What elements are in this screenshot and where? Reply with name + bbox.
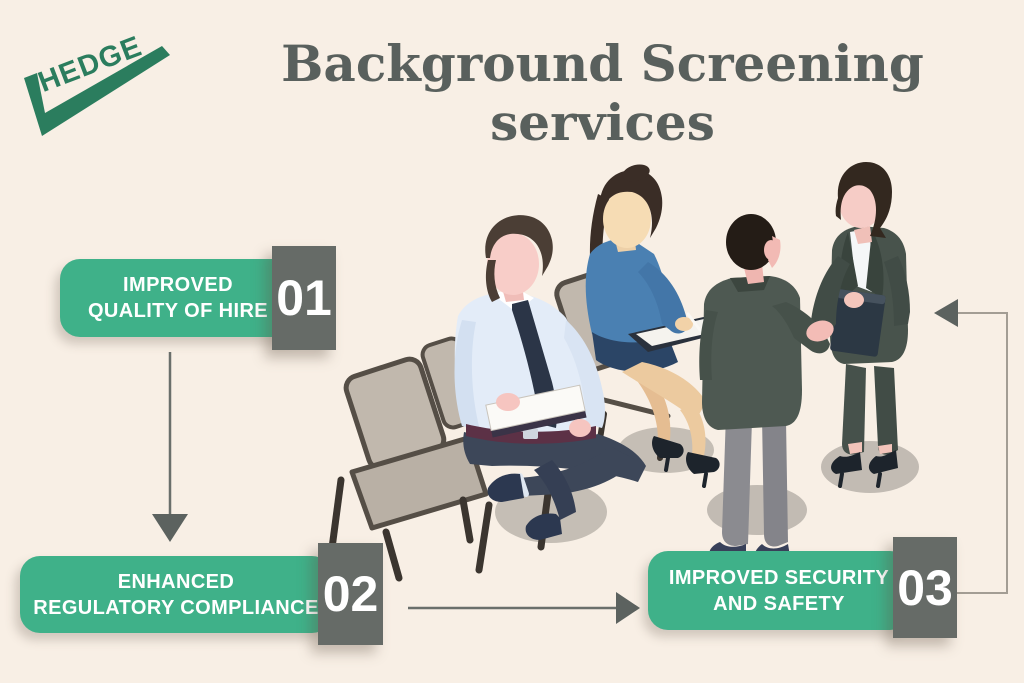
arrow-step2-to-step3-icon: [408, 592, 640, 624]
page-title: Background Screening services: [281, 34, 924, 152]
step-1-label-line-1: IMPROVED: [123, 274, 233, 296]
step-2-label-line-1: ENHANCED: [117, 570, 235, 593]
step-1-number: 01: [272, 246, 336, 350]
arrow-step3-to-handshake-icon: [934, 299, 1008, 594]
hedge-logo: HEDGE: [10, 20, 190, 145]
step-2-label-pill: ENHANCED REGULATORY COMPLIANCE: [20, 556, 332, 633]
flow-arrows: [152, 299, 1008, 624]
step-3-number: 03: [893, 537, 957, 638]
step-1-label-pill: IMPROVED QUALITY OF HIRE: [60, 259, 310, 337]
step-3-label-line-1: IMPROVED SECURITY: [668, 566, 890, 589]
step-2-number: 02: [318, 543, 383, 645]
arrow-step1-to-step2-icon: [152, 352, 188, 542]
step-3-label-line-2: AND SAFETY: [713, 592, 845, 615]
standing-man-icon: [699, 214, 830, 564]
handshake-icon: [806, 320, 834, 342]
seated-man-icon: [454, 215, 646, 540]
standing-woman-icon: [810, 162, 910, 488]
empty-chair-icon: [328, 356, 489, 582]
step-1-label-line-2: QUALITY OF HIRE: [87, 300, 269, 322]
hedge-logo-swoosh-icon: [24, 46, 170, 136]
seated-woman-icon: [585, 164, 726, 488]
step-2-label-line-2: REGULATORY COMPLIANCE: [33, 596, 319, 619]
step-3-label-pill: IMPROVED SECURITY AND SAFETY: [648, 551, 910, 630]
